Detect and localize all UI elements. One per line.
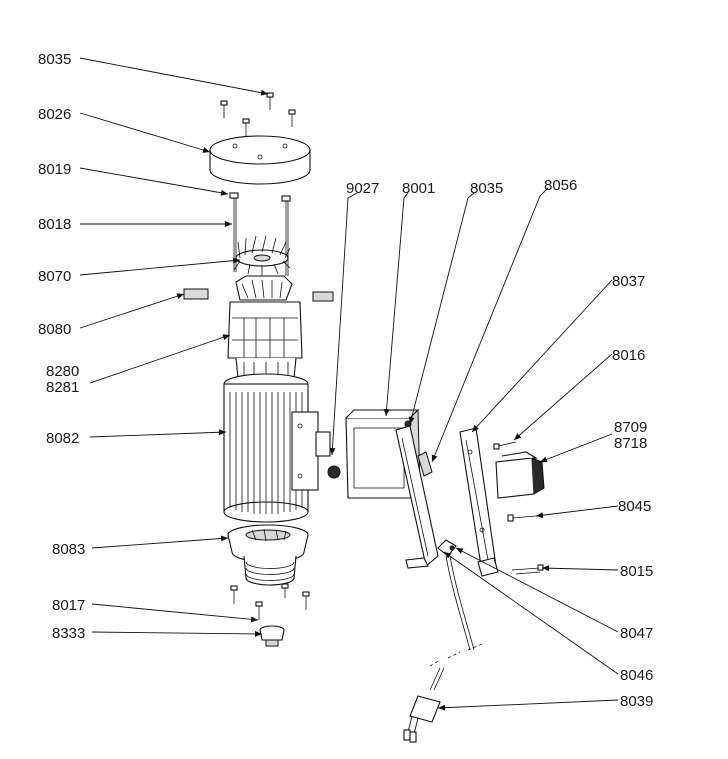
callout-8026: 8026 [38,106,71,123]
screws-8015 [511,564,544,575]
callout-8056: 8056 [544,177,577,194]
callout-9027: 9027 [346,180,379,197]
callout-labels: 8035 8026 8019 8018 8070 8080 8280 8281 … [38,51,653,710]
callout-8035-top: 8035 [38,51,71,68]
callout-8045: 8045 [618,498,651,515]
callout-8718: 8718 [614,435,647,452]
callout-8333: 8333 [52,625,85,642]
screw-8045 [507,514,537,522]
callout-8037: 8037 [612,273,645,290]
coupling [259,625,285,647]
callout-8082: 8082 [46,430,79,447]
callout-8280: 8280 [46,363,79,380]
callout-8070: 8070 [38,268,71,285]
power-cable [429,539,483,691]
callout-8017: 8017 [52,597,85,614]
switch-cover [459,427,499,577]
callout-8016: 8016 [612,347,645,364]
brush-right [312,291,334,302]
callout-8039: 8039 [620,693,653,710]
callout-8080: 8080 [38,321,71,338]
leader-lines [79,57,619,711]
callout-8019: 8019 [38,161,71,178]
end-bell [227,524,309,586]
callout-8281: 8281 [46,379,79,396]
callout-8046: 8046 [620,667,653,684]
callout-8015: 8015 [620,563,653,580]
callout-8018: 8018 [38,216,71,233]
bottom-screws [230,583,310,620]
top-screws [220,92,296,136]
rocker-switch [495,451,545,499]
brush-left [183,288,209,300]
screw-8016 [493,441,517,450]
cooling-fan [233,235,291,276]
power-plug [403,695,441,743]
handle-rail [395,425,439,569]
callout-8001: 8001 [402,180,435,197]
motor-cap [209,135,311,185]
armature-stator [227,275,303,379]
callout-8709: 8709 [614,419,647,436]
callout-8035-mid: 8035 [470,180,503,197]
callout-8047: 8047 [620,625,653,642]
callout-8083: 8083 [52,541,85,558]
switch-box [345,408,421,499]
motor-housing [223,373,341,523]
